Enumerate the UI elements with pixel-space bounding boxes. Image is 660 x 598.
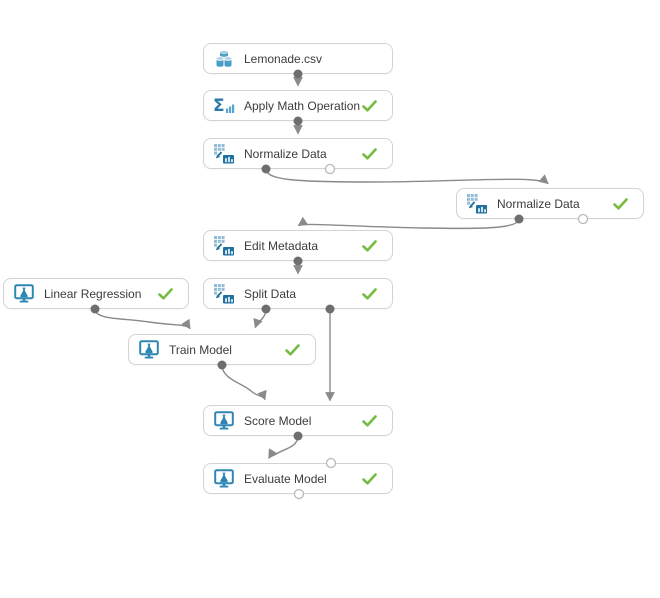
success-check-icon — [362, 287, 377, 300]
node-split-data[interactable]: Split Data — [203, 278, 393, 309]
output-port-evaluate-empty[interactable] — [293, 488, 305, 500]
output-port-linear-regression[interactable] — [90, 304, 100, 314]
edge-train-to-score[interactable] — [221, 364, 267, 401]
svg-text:Σ: Σ — [213, 96, 225, 116]
edge-linear-regression-to-train[interactable] — [94, 308, 191, 330]
node-label: Edit Metadata — [244, 238, 319, 253]
node-apply-math-operation[interactable]: Σ Apply Math Operation — [203, 90, 393, 121]
output-port-train-model[interactable] — [217, 360, 227, 370]
output-port-normalize1-left[interactable] — [261, 164, 271, 174]
node-normalize-data-2[interactable]: Normalize Data — [456, 188, 644, 219]
data-transform-icon — [213, 143, 235, 165]
edge-score-to-evaluate[interactable] — [268, 435, 299, 459]
node-label: Normalize Data — [497, 196, 580, 211]
node-label: Evaluate Model — [244, 471, 327, 486]
success-check-icon — [158, 287, 173, 300]
node-linear-regression[interactable]: Linear Regression — [3, 278, 189, 309]
output-port-lemonade[interactable] — [293, 69, 303, 79]
sigma-math-icon: Σ — [213, 95, 235, 117]
node-label: Train Model — [169, 342, 232, 357]
output-port-normalize2-right-empty[interactable] — [577, 213, 589, 225]
node-label: Linear Regression — [44, 286, 142, 301]
success-check-icon — [362, 147, 377, 160]
node-label: Normalize Data — [244, 146, 327, 161]
node-normalize-data-1[interactable]: Normalize Data — [203, 138, 393, 169]
output-port-normalize1-right-empty[interactable] — [324, 163, 336, 175]
ml-model-icon — [213, 410, 235, 432]
input-port-evaluate-right-empty[interactable] — [325, 457, 337, 469]
node-score-model[interactable]: Score Model — [203, 405, 393, 436]
node-label: Split Data — [244, 286, 297, 301]
success-check-icon — [362, 99, 377, 112]
ml-model-icon — [138, 339, 160, 361]
output-port-apply-math[interactable] — [293, 116, 303, 126]
edge-normalize1-to-normalize2[interactable] — [265, 168, 549, 185]
success-check-icon — [362, 414, 377, 427]
node-edit-metadata[interactable]: Edit Metadata — [203, 230, 393, 261]
node-label: Score Model — [244, 413, 312, 428]
node-lemonade-csv[interactable]: Lemonade.csv — [203, 43, 393, 74]
output-port-split-right[interactable] — [325, 304, 335, 314]
success-check-icon — [285, 343, 300, 356]
data-transform-icon — [466, 193, 488, 215]
output-port-edit-metadata[interactable] — [293, 256, 303, 266]
success-check-icon — [613, 197, 628, 210]
output-port-split-left[interactable] — [261, 304, 271, 314]
node-train-model[interactable]: Train Model — [128, 334, 316, 365]
node-evaluate-model[interactable]: Evaluate Model — [203, 463, 393, 494]
data-transform-icon — [213, 283, 235, 305]
node-label: Apply Math Operation — [244, 98, 361, 113]
ml-model-icon — [13, 283, 35, 305]
success-check-icon — [362, 239, 377, 252]
node-label: Lemonade.csv — [244, 51, 323, 66]
success-check-icon — [362, 472, 377, 485]
output-port-normalize2-left[interactable] — [514, 214, 524, 224]
dataset-icon — [213, 48, 235, 70]
edge-normalize2-to-edit-metadata[interactable] — [297, 216, 520, 230]
output-port-score-model[interactable] — [293, 431, 303, 441]
data-transform-icon — [213, 235, 235, 257]
ml-model-icon — [213, 468, 235, 490]
